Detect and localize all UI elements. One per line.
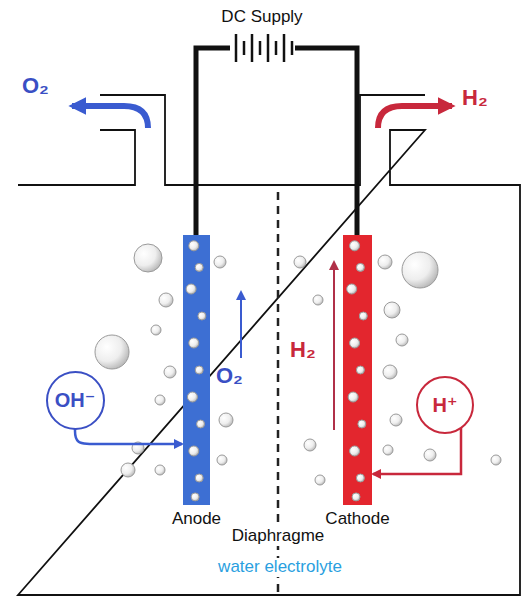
ion-circle: OH⁻	[45, 370, 106, 431]
bubble	[347, 284, 357, 294]
bubble	[350, 446, 360, 456]
bubble	[352, 493, 360, 501]
bubble	[189, 241, 199, 251]
bubble	[186, 284, 196, 294]
electrolyte-label: water electrolyte	[215, 558, 345, 577]
bubble	[189, 338, 199, 348]
supply-label: DC Supply	[221, 8, 302, 27]
bubble	[356, 474, 364, 482]
bubble	[189, 446, 199, 456]
electrode-label: Cathode	[323, 509, 391, 529]
gas-arrow	[378, 106, 452, 128]
bubble	[198, 312, 206, 320]
wire	[295, 48, 357, 238]
bubble	[195, 263, 203, 271]
cathode-electrode: Cathode	[343, 235, 372, 505]
ion-flow-arrow	[373, 428, 461, 474]
gas-rise-arrow	[333, 262, 335, 430]
gas-label: O₂	[22, 74, 49, 98]
wire	[196, 48, 230, 238]
ion-circle-outline	[417, 377, 473, 433]
gas-label: H₂	[290, 338, 316, 362]
electrode-label: Anode	[170, 509, 223, 529]
ion-circle: H⁺	[415, 375, 475, 435]
bubble	[197, 420, 205, 428]
bubble	[195, 366, 203, 374]
bubble	[356, 366, 364, 374]
bubble	[191, 493, 199, 501]
gas-rise-arrow	[240, 292, 242, 358]
ion-label: H⁺	[433, 394, 458, 416]
diaphragm-label: Diaphragme	[229, 527, 328, 546]
anode-electrode: Anode	[183, 235, 210, 505]
bubble	[187, 392, 197, 402]
bubble	[350, 338, 360, 348]
gas-bubbles	[95, 244, 501, 485]
bubble	[195, 474, 203, 482]
battery-symbol	[236, 34, 292, 62]
bubble	[348, 392, 358, 402]
bubble	[356, 263, 364, 271]
gas-arrow	[72, 106, 148, 128]
ion-label: OH⁻	[55, 389, 96, 411]
bubble	[358, 420, 366, 428]
gas-label: H₂	[462, 86, 488, 110]
ion-flow-arrow	[75, 429, 182, 445]
ion-circle-outline	[47, 372, 104, 429]
bubble	[350, 241, 360, 251]
electrode-bubbles	[183, 235, 210, 505]
tank-wall	[18, 95, 520, 595]
gas-label: O₂	[216, 364, 243, 388]
bubble	[359, 312, 367, 320]
electrode-bubbles	[343, 235, 372, 505]
